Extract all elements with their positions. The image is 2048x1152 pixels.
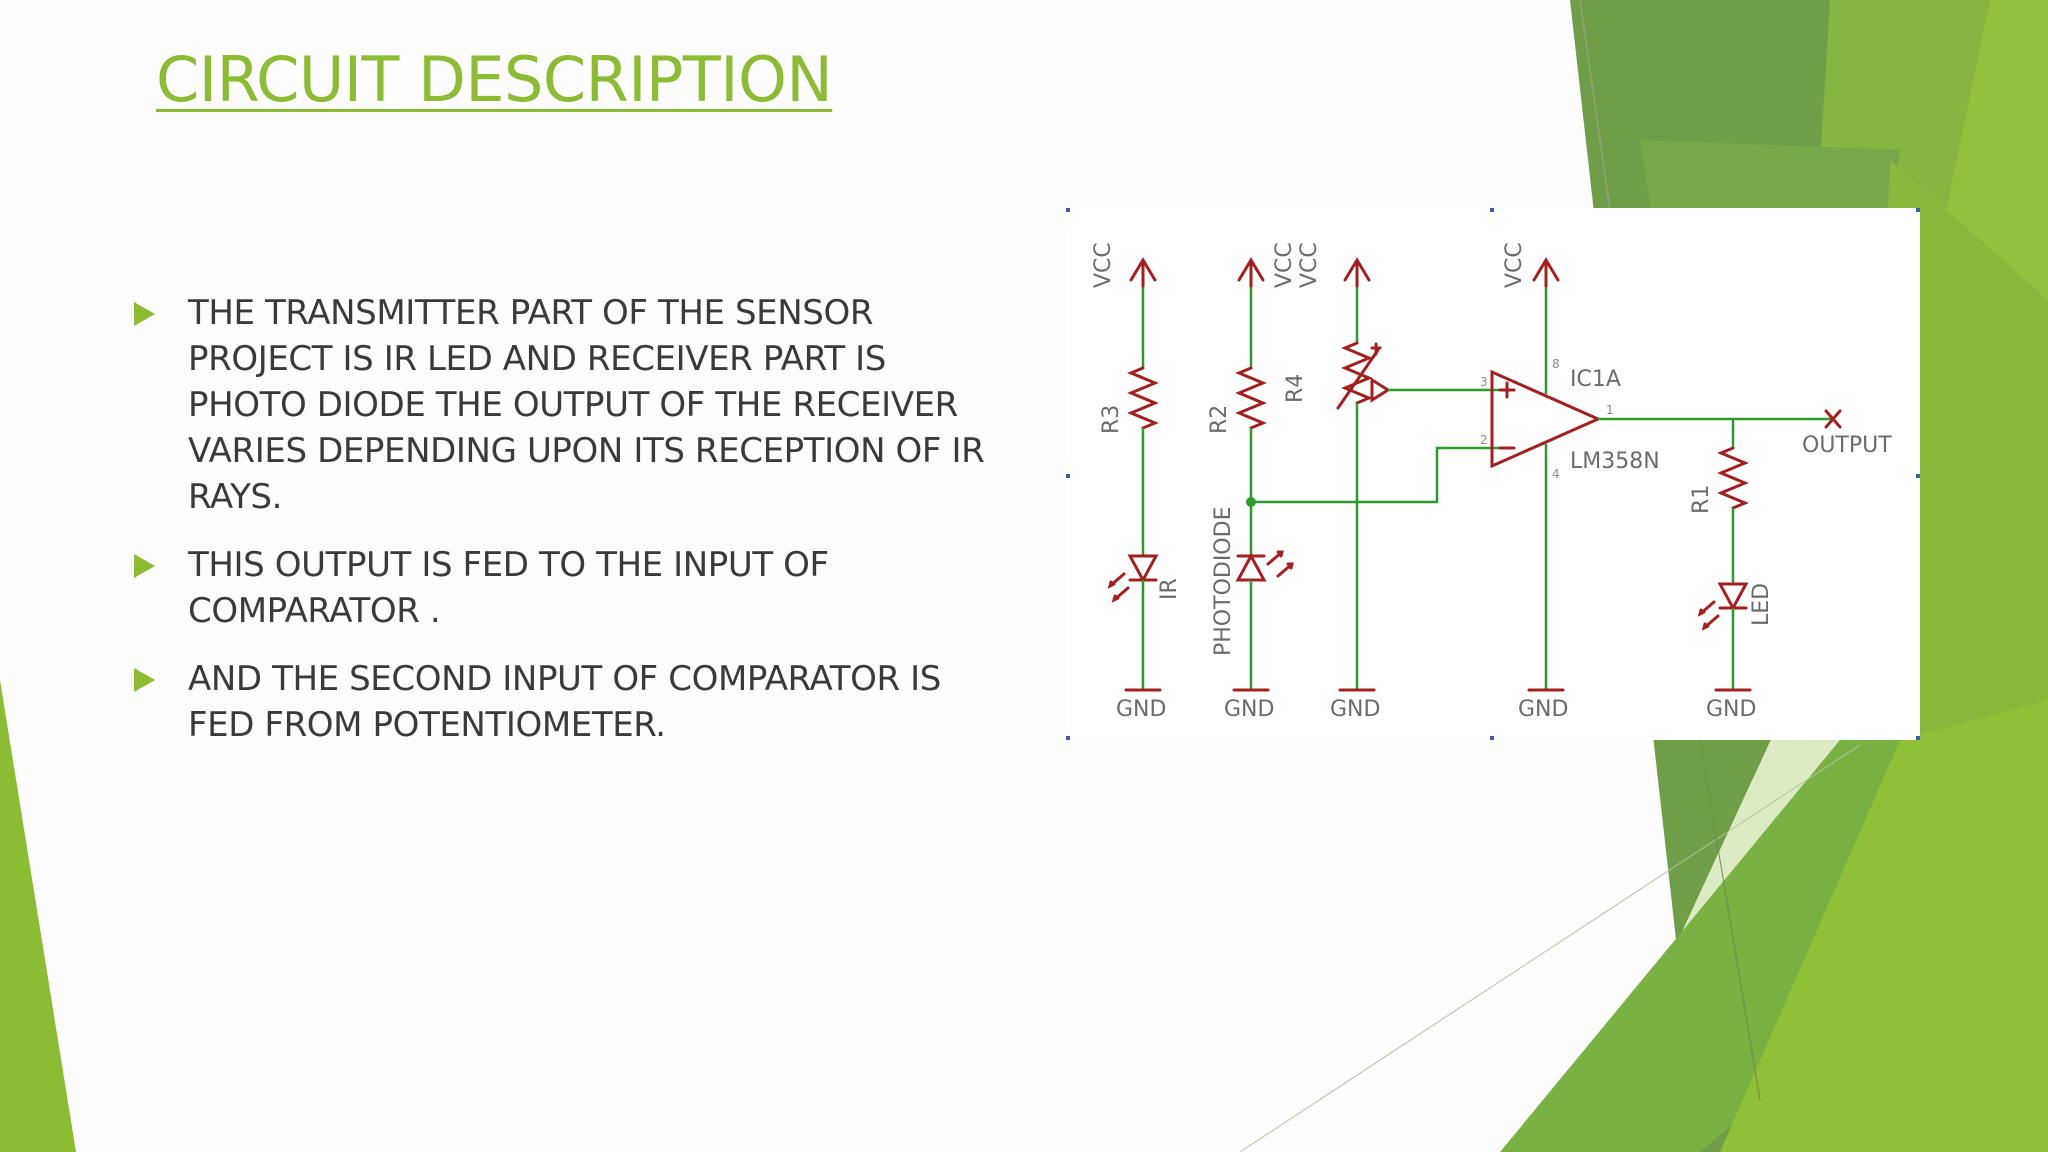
ground-label: GND bbox=[1116, 697, 1166, 722]
supply-label: VCC bbox=[1502, 242, 1527, 288]
led-label: LED bbox=[1749, 583, 1774, 626]
ic-name-label: IC1A bbox=[1570, 367, 1621, 392]
supply-label: VCC bbox=[1272, 242, 1297, 288]
ground-label: GND bbox=[1706, 697, 1756, 722]
comparator-opamp: 3 2 1 8 4 VCC IC1A LM358N OUTPUT GND bbox=[1480, 242, 1892, 722]
bullet-item: THE TRANSMITTER PART OF THE SENSOR PROJE… bbox=[132, 290, 1012, 520]
bullet-text: AND THE SECOND INPUT OF COMPARATOR IS FE… bbox=[188, 659, 941, 745]
ir-label: IR bbox=[1157, 578, 1182, 600]
bullet-list: THE TRANSMITTER PART OF THE SENSOR PROJE… bbox=[132, 290, 1012, 770]
selection-handles bbox=[1066, 208, 1920, 740]
left-facet bbox=[0, 680, 76, 1152]
resistor-label-r1: R1 bbox=[1689, 485, 1714, 514]
pin-label: 4 bbox=[1552, 467, 1560, 481]
ir-led-branch: VCC R3 IR GND bbox=[1091, 242, 1182, 722]
ic-part-label: LM358N bbox=[1570, 449, 1660, 474]
ground-label: GND bbox=[1224, 697, 1274, 722]
resistor-label-r2: R2 bbox=[1207, 405, 1232, 434]
feedback-wire bbox=[1251, 446, 1499, 504]
bullet-text: THIS OUTPUT IS FED TO THE INPUT OF COMPA… bbox=[188, 545, 829, 631]
pin-label: 3 bbox=[1480, 375, 1488, 389]
triangle-bullet-icon bbox=[134, 554, 155, 578]
resistor-label-r4: R4 bbox=[1283, 374, 1308, 403]
bullet-text: THE TRANSMITTER PART OF THE SENSOR PROJE… bbox=[188, 293, 985, 517]
slide-title: CIRCUIT DESCRIPTION bbox=[156, 43, 833, 116]
schematic-drawing: VCC R3 IR GND VCC R2 PHOTODIODE GND bbox=[1066, 208, 1920, 740]
lower-right-facet bbox=[1720, 700, 2048, 1152]
output-label: OUTPUT bbox=[1802, 433, 1892, 458]
potentiometer-branch: VCC R4 GND bbox=[1283, 242, 1499, 722]
triangle-bullet-icon bbox=[134, 668, 155, 692]
resistor-label-r3: R3 bbox=[1099, 405, 1124, 434]
pin-label: 1 bbox=[1606, 403, 1614, 417]
pin-label: 8 bbox=[1552, 357, 1560, 371]
indicator-led-branch: R1 LED GND bbox=[1689, 419, 1774, 722]
supply-label: VCC bbox=[1297, 242, 1322, 288]
circuit-schematic: VCC R3 IR GND VCC R2 PHOTODIODE GND bbox=[1066, 208, 1920, 740]
triangle-bullet-icon bbox=[134, 302, 155, 326]
ground-label: GND bbox=[1330, 697, 1380, 722]
supply-label: VCC bbox=[1091, 242, 1116, 288]
pin-label: 2 bbox=[1480, 433, 1488, 447]
ground-label: GND bbox=[1518, 697, 1568, 722]
photodiode-branch: VCC R2 PHOTODIODE GND bbox=[1207, 242, 1297, 722]
photodiode-label: PHOTODIODE bbox=[1211, 507, 1236, 656]
bullet-item: THIS OUTPUT IS FED TO THE INPUT OF COMPA… bbox=[132, 542, 1012, 634]
bullet-item: AND THE SECOND INPUT OF COMPARATOR IS FE… bbox=[132, 656, 1012, 748]
